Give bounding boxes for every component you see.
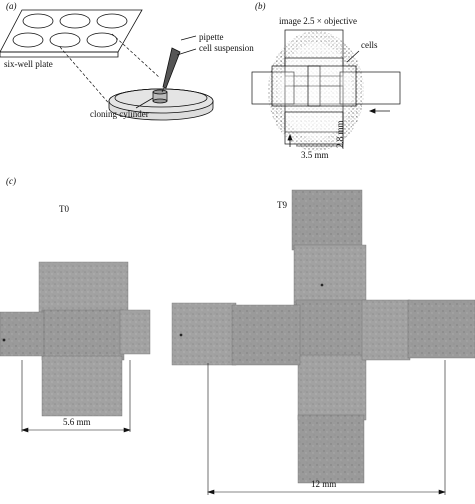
t9-micrograph	[171, 189, 475, 484]
panel-c-letter: (c)	[6, 176, 16, 186]
pipette-label: pipette	[199, 32, 224, 42]
t0-micrograph	[0, 261, 151, 417]
pipette	[161, 35, 197, 93]
t9-dimension	[207, 360, 446, 495]
t9-dimension-label: 12 mm	[311, 479, 337, 489]
cell-suspension-label: cell suspension	[199, 43, 254, 53]
height-dimension-label: 2.8 mm	[335, 120, 345, 148]
six-well-plate-label: six-well plate	[4, 59, 53, 69]
t0-dimension-label: 5.6 mm	[63, 417, 91, 427]
panel-b-letter: (b)	[255, 1, 266, 11]
panel-a-letter: (a)	[6, 1, 17, 11]
cloning-cylinder-label: cloning cylinder	[90, 109, 149, 119]
t0-label: T0	[59, 204, 69, 214]
image-objective-label: image 2.5 × objective	[279, 16, 358, 26]
six-well-plate	[0, 9, 143, 58]
cells-label: cells	[361, 40, 378, 50]
width-dimension-label: 3.5 mm	[301, 150, 329, 160]
cloning-cylinder	[135, 89, 168, 109]
t0-dimension	[21, 360, 131, 433]
panel-b-diagram	[251, 29, 401, 151]
t9-label: T9	[277, 200, 287, 210]
